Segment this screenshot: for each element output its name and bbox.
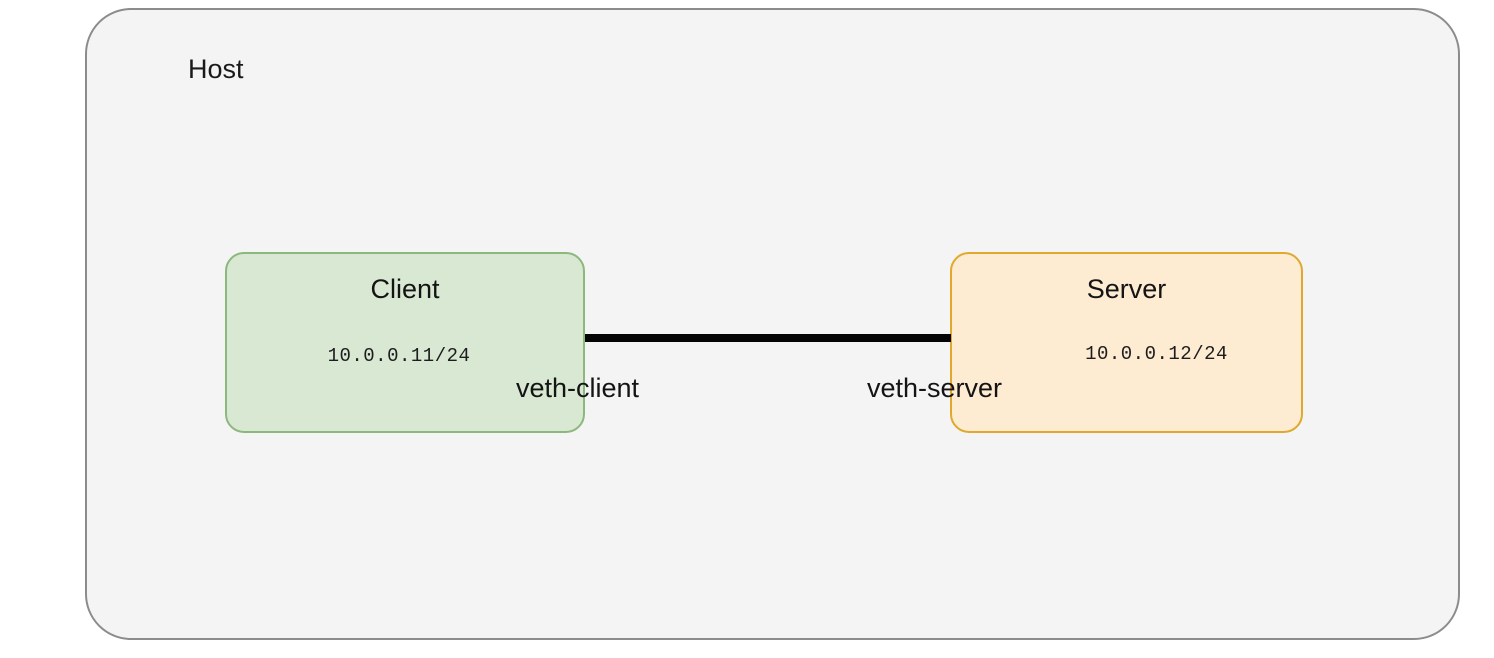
client-namespace-box[interactable]: Client 10.0.0.11/24 bbox=[225, 252, 585, 433]
host-label: Host bbox=[188, 54, 244, 84]
server-title: Server bbox=[1086, 274, 1167, 304]
server-ip-address: 10.0.0.12/24 bbox=[1085, 343, 1228, 365]
server-namespace-box[interactable]: Server 10.0.0.12/24 bbox=[950, 252, 1303, 433]
veth-client-label: veth-client bbox=[516, 373, 640, 403]
veth-pair-link bbox=[585, 334, 951, 342]
client-title: Client bbox=[370, 274, 440, 304]
client-ip-address: 10.0.0.11/24 bbox=[327, 345, 471, 367]
veth-server-label: veth-server bbox=[867, 373, 1003, 403]
